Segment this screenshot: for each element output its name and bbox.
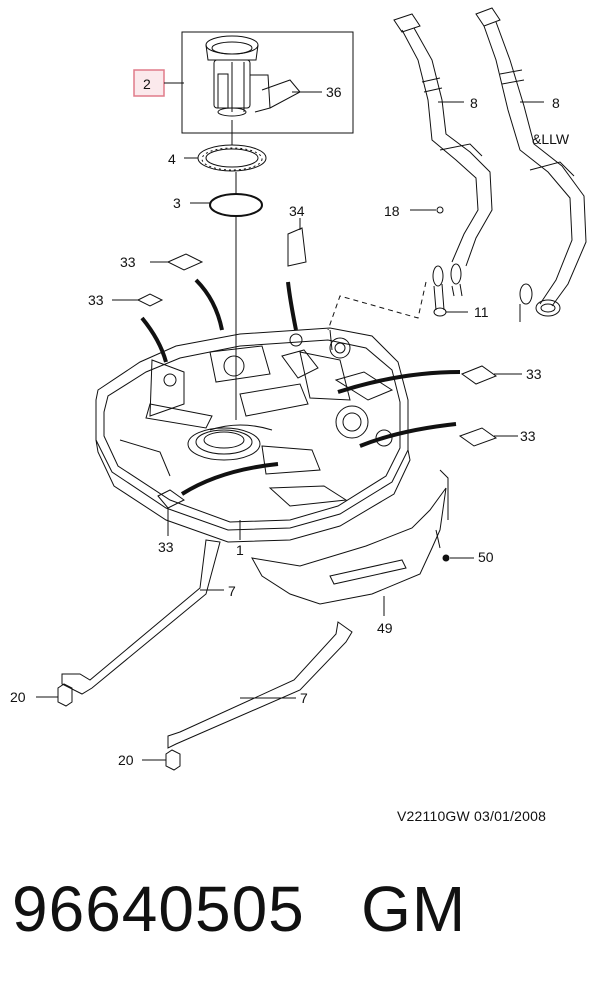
callout-11: 11	[474, 304, 489, 320]
callout-7-a: 7	[228, 583, 236, 599]
diagram-reference-code: V22110GW 03/01/2008	[397, 808, 547, 824]
callout-33-d: 33	[520, 428, 536, 444]
callout-20-b: 20	[118, 752, 134, 768]
callout-33-c: 33	[526, 366, 542, 382]
callout-33-b: 33	[88, 292, 104, 308]
callout-20-a: 20	[10, 689, 26, 705]
part-number: 96640505	[12, 873, 305, 945]
callout-36: 36	[326, 84, 342, 100]
highlight-box	[133, 69, 165, 97]
callout-49: 49	[377, 620, 393, 636]
filler-neck-b	[475, 7, 587, 322]
heat-shield	[251, 469, 449, 605]
callout-llw: &LLW	[532, 131, 570, 147]
callout-7-b: 7	[300, 690, 308, 706]
pad-33-d	[458, 427, 498, 447]
callout-8-a: 8	[470, 95, 478, 111]
pad-33-b	[136, 293, 164, 307]
brand-name: GM	[361, 873, 467, 945]
pump-module-box	[181, 31, 354, 134]
pad-33-c	[460, 365, 498, 385]
callout-3: 3	[173, 195, 181, 211]
part-number-line: 96640505 GM	[12, 872, 466, 946]
callout-18: 18	[384, 203, 400, 219]
callout-33-a: 33	[120, 254, 136, 270]
parts-diagram: 2 36 4 3 34 33 33 33 33 33 8 8 &LLW 18 1…	[10, 7, 587, 771]
callout-2: 2	[143, 76, 151, 92]
callout-4: 4	[168, 151, 176, 167]
pad-33-a	[166, 253, 204, 271]
nut-20-b	[165, 749, 181, 771]
pad-33-e	[157, 489, 185, 509]
callout-33-e: 33	[158, 539, 174, 555]
seal-ring	[197, 144, 267, 172]
callout-1: 1	[236, 542, 244, 558]
filler-link-line	[327, 281, 427, 331]
pad-34	[287, 227, 307, 267]
callout-34: 34	[289, 203, 305, 219]
filler-neck-a	[393, 13, 493, 311]
fuel-tank	[95, 327, 411, 543]
tank-strap-a	[61, 539, 221, 695]
fuel-pump-module	[205, 35, 301, 117]
clamp-11	[433, 307, 447, 317]
o-ring	[209, 193, 263, 217]
callout-50: 50	[478, 549, 494, 565]
tank-strap-b	[167, 621, 353, 749]
callout-8-b: 8	[552, 95, 560, 111]
nut-20-a	[57, 683, 73, 707]
